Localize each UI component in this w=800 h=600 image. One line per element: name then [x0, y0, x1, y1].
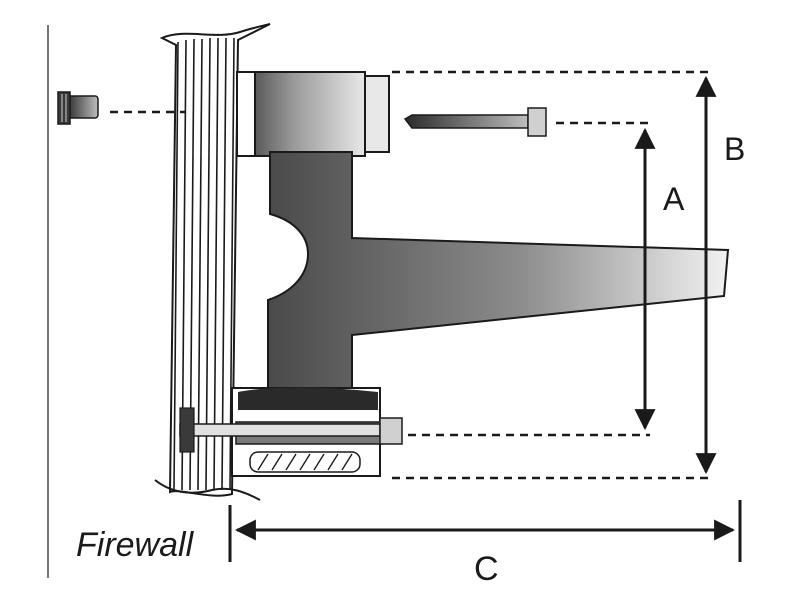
firewall	[154, 23, 271, 501]
upper-tube	[236, 71, 390, 157]
dimension-c-label: C	[474, 550, 499, 588]
dimension-extension-lines	[392, 70, 712, 480]
nut-icon	[57, 91, 99, 125]
firewall-label: Firewall	[76, 526, 195, 564]
upper-bolt	[403, 107, 547, 137]
dimension-a-label: A	[663, 181, 685, 217]
dimension-b-label: B	[724, 131, 745, 167]
mount-arm	[267, 151, 730, 393]
lower-bolt	[179, 407, 403, 453]
